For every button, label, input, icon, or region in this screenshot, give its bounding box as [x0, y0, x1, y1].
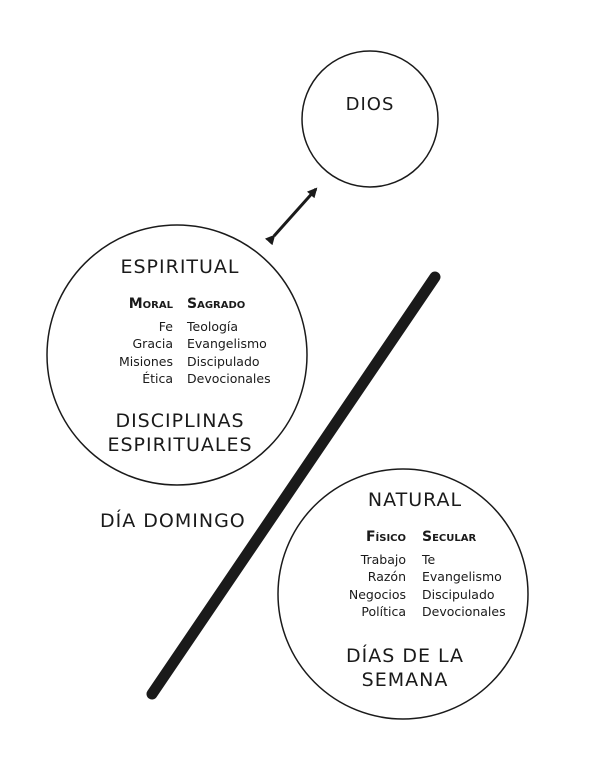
- espiritual-footer-line2: ESPIRITUALES: [107, 434, 253, 456]
- list-item: Trabajo: [360, 552, 406, 567]
- list-item: Ética: [142, 370, 173, 386]
- divider-slash: [146, 271, 441, 700]
- double-arrow: [264, 187, 318, 246]
- sagrado-header: Sagrado: [187, 296, 246, 312]
- fisico-header: Físico: [365, 529, 406, 545]
- sunday-label: DÍA DOMINGO: [100, 510, 246, 532]
- list-item: Evangelismo: [187, 336, 267, 352]
- natural-left-column: Trabajo Razón Negocios Política: [330, 551, 406, 620]
- dios-circle: [301, 50, 439, 188]
- list-item: Teología: [187, 319, 239, 334]
- natural-title: NATURAL: [367, 489, 463, 511]
- secular-header: Secular: [422, 529, 477, 545]
- list-item: Negocios: [348, 586, 406, 602]
- espiritual-title: ESPIRITUAL: [120, 256, 240, 278]
- list-item: Evangelismo: [422, 569, 502, 585]
- list-item: Razón: [367, 569, 406, 585]
- list-item: Fe: [158, 319, 173, 334]
- dios-label: DIOS: [345, 94, 395, 115]
- list-item: Gracia: [132, 336, 174, 352]
- list-item: Te: [422, 552, 436, 567]
- list-item: Discipulado: [187, 353, 260, 369]
- natural-footer-line2: SEMANA: [361, 669, 449, 691]
- natural-footer-line1: DÍAS DE LA: [345, 645, 465, 667]
- moral-header: Moral: [128, 296, 173, 312]
- natural-right-column: Te Evangelismo Discipulado Devocionales: [422, 551, 506, 620]
- list-item: Misiones: [118, 353, 173, 369]
- espiritual-left-column: Fe Gracia Misiones Ética: [100, 318, 173, 387]
- list-item: Devocionales: [422, 603, 506, 619]
- espiritual-footer-line1: DISCIPLINAS: [115, 410, 245, 432]
- espiritual-circle: [46, 224, 308, 486]
- list-item: Discipulado: [422, 586, 495, 602]
- list-item: Política: [361, 603, 406, 619]
- list-item: Devocionales: [187, 370, 271, 386]
- natural-circle: [277, 468, 529, 720]
- espiritual-right-column: Teología Evangelismo Discipulado Devocio…: [187, 318, 271, 387]
